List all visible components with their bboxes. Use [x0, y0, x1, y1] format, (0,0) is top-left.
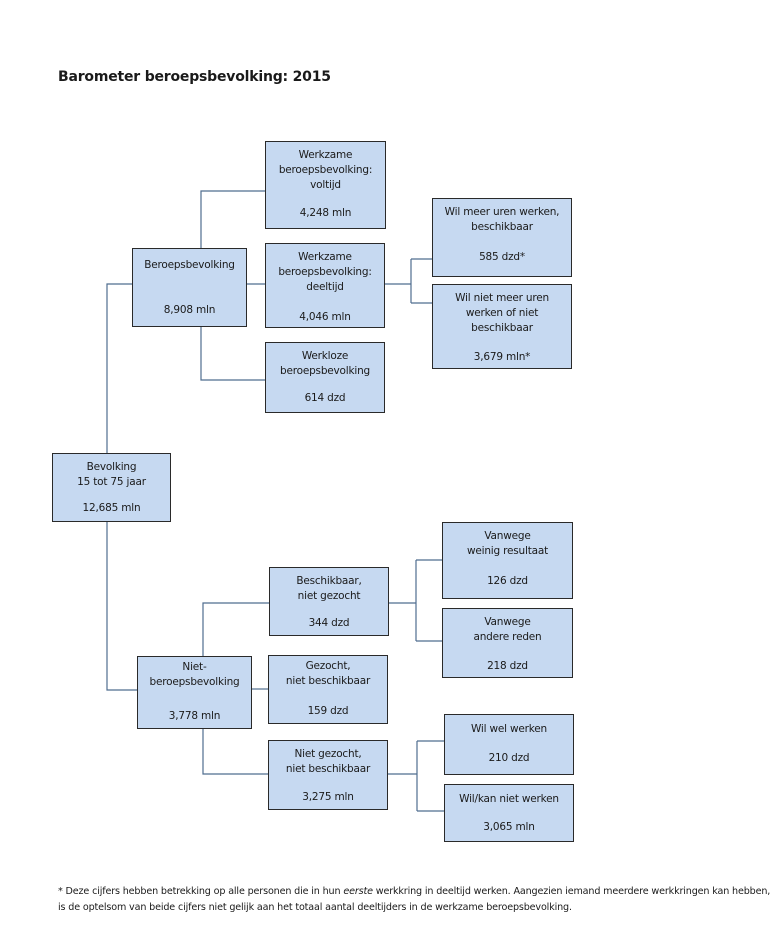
node-value: 218 dzd	[487, 660, 528, 672]
node-label: Werkzame beroepsbevolking: voltijd	[278, 149, 373, 191]
node-label: Wil meer uren werken, beschikbaar	[444, 206, 560, 233]
node-label: Vanwege weinig resultaat	[466, 530, 549, 557]
node-value: 12,685 mln	[82, 502, 141, 514]
link-nietberoeps-nietgezocht	[202, 729, 268, 775]
node-value: 4,046 mln	[299, 311, 351, 323]
node-bevolking: Bevolking 15 tot 75 jaar 12,685 mln	[52, 453, 171, 522]
node-label: Niet- beroepsbevolking	[149, 661, 240, 688]
node-value: 4,248 mln	[299, 207, 352, 219]
node-label: Vanwege andere reden	[473, 616, 542, 643]
node-werkzaam-deeltijd: Werkzame beroepsbevolking: deeltijd 4,04…	[265, 243, 385, 328]
link-nietberoeps-beschikbaar	[202, 602, 269, 656]
footnote: * Deze cijfers hebben betrekking op alle…	[58, 884, 773, 916]
link-bevolking-beroeps	[106, 283, 132, 453]
node-label: Werkloze beroepsbevolking	[279, 350, 371, 377]
node-niet-gezocht-niet-beschikbaar: Niet gezocht, niet beschikbaar 3,275 mln	[268, 740, 388, 810]
node-werkzaam-voltijd: Werkzame beroepsbevolking: voltijd 4,248…	[265, 141, 386, 229]
node-label: Werkzame beroepsbevolking: deeltijd	[278, 251, 372, 293]
node-label: Niet gezocht, niet beschikbaar	[285, 748, 371, 775]
node-gezocht-niet-beschikbaar: Gezocht, niet beschikbaar 159 dzd	[268, 655, 388, 724]
node-beschikbaar-niet-gezocht: Beschikbaar, niet gezocht 344 dzd	[269, 567, 389, 636]
node-value: 210 dzd	[488, 752, 530, 764]
node-label: Gezocht, niet beschikbaar	[285, 660, 371, 687]
link-bevolking-nietberoeps	[106, 522, 137, 691]
node-label: Bevolking 15 tot 75 jaar	[77, 461, 146, 488]
footnote-emphasis: eerste	[343, 886, 373, 897]
node-meer-uren: Wil meer uren werken, beschikbaar 585 dz…	[432, 198, 572, 277]
node-value: 126 dzd	[487, 575, 528, 587]
node-weinig-resultaat: Vanwege weinig resultaat 126 dzd	[442, 522, 573, 599]
link-split-meeruren	[410, 258, 432, 303]
link-beroeps-voltijd	[200, 190, 265, 248]
link-beroeps-werkloos	[200, 327, 265, 381]
node-value: 3,679 mln*	[473, 351, 531, 363]
node-niet-meer-uren: Wil niet meer uren werken of niet beschi…	[432, 284, 572, 369]
node-value: 344 dzd	[308, 617, 350, 629]
node-label: Beroepsbevolking	[144, 259, 235, 271]
node-beroepsbevolking: Beroepsbevolking 8,908 mln	[132, 248, 247, 327]
footnote-text-1: * Deze cijfers hebben betrekking op alle…	[58, 886, 344, 897]
page-title: Barometer beroepsbevolking: 2015	[58, 69, 331, 85]
node-value: 3,778 mln	[168, 710, 221, 722]
node-value: 159 dzd	[307, 705, 349, 717]
node-label: Wil niet meer uren werken of niet beschi…	[455, 292, 549, 334]
node-werkloos: Werkloze beroepsbevolking 614 dzd	[265, 342, 385, 413]
footnote-text-2: werkkring in deeltijd werken. Aangezien …	[58, 886, 771, 913]
link-split-wilwel	[416, 740, 444, 811]
node-wil-kan-niet-werken: Wil/kan niet werken 3,065 mln	[444, 784, 574, 842]
node-value: 3,275 mln	[302, 791, 354, 803]
node-value: 8,908 mln	[163, 304, 216, 316]
node-andere-reden: Vanwege andere reden 218 dzd	[442, 608, 573, 678]
link-split-weinig	[415, 559, 442, 641]
node-value: 3,065 mln	[483, 821, 535, 833]
node-label: Beschikbaar, niet gezocht	[296, 575, 362, 602]
node-value: 614 dzd	[304, 392, 346, 404]
node-label: Wil/kan niet werken	[459, 793, 559, 805]
node-label: Wil wel werken	[470, 723, 547, 735]
node-niet-beroepsbevolking: Niet- beroepsbevolking 3,778 mln	[137, 656, 252, 729]
node-value: 585 dzd*	[479, 251, 525, 263]
node-wil-wel-werken: Wil wel werken 210 dzd	[444, 714, 574, 775]
